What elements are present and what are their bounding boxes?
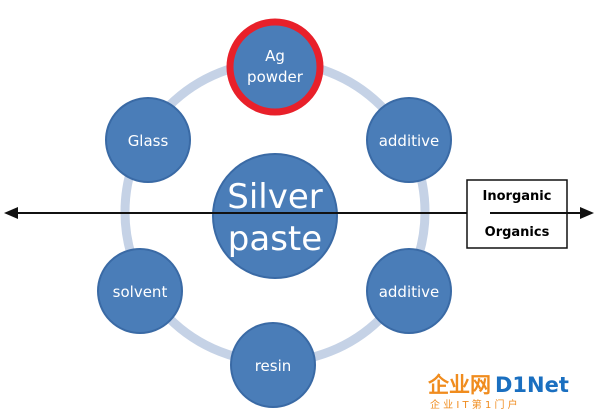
watermark-tagline: 企 业 I T 第 1 门 户 [430,398,518,411]
arrowhead-right-icon [580,207,594,219]
node-label-solvent: solvent [113,283,168,301]
node-circle-ag-powder [226,18,324,116]
node-circle-resin [230,322,316,408]
node-label-additive-upper: additive [379,132,440,150]
node-additive-lower: additive [366,248,452,334]
legend-label-inorganic: Inorganic [483,189,552,204]
node-circle-glass [105,97,191,183]
watermark: 企业网 D1Net 企 业 I T 第 1 门 户 [427,373,569,411]
node-additive-upper: additive [366,97,452,183]
node-solvent: solvent [97,248,183,334]
node-circle-additive-lower [366,248,452,334]
node-label-glass: Glass [128,132,169,150]
watermark-brand-left: 企业网 [427,373,491,397]
node-label-ag: Ag [265,47,285,65]
node-label-resin: resin [255,357,292,375]
watermark-brand-right: D1Net [495,373,569,397]
center-node: Silver paste [212,153,338,279]
node-circle-solvent [97,248,183,334]
center-circle [212,153,338,279]
node-glass: Glass [105,97,191,183]
center-label-line1: Silver [227,177,323,217]
legend-label-organics: Organics [485,225,550,240]
node-circle-additive-upper [366,97,452,183]
node-label-powder: powder [247,68,304,86]
legend-box: Inorganic Organics [466,179,568,249]
center-label-line2: paste [228,219,322,259]
node-label-additive-lower: additive [379,283,440,301]
node-resin: resin [230,322,316,408]
node-ag-powder: Ag powder [226,18,324,116]
arrowhead-left-icon [4,207,18,219]
